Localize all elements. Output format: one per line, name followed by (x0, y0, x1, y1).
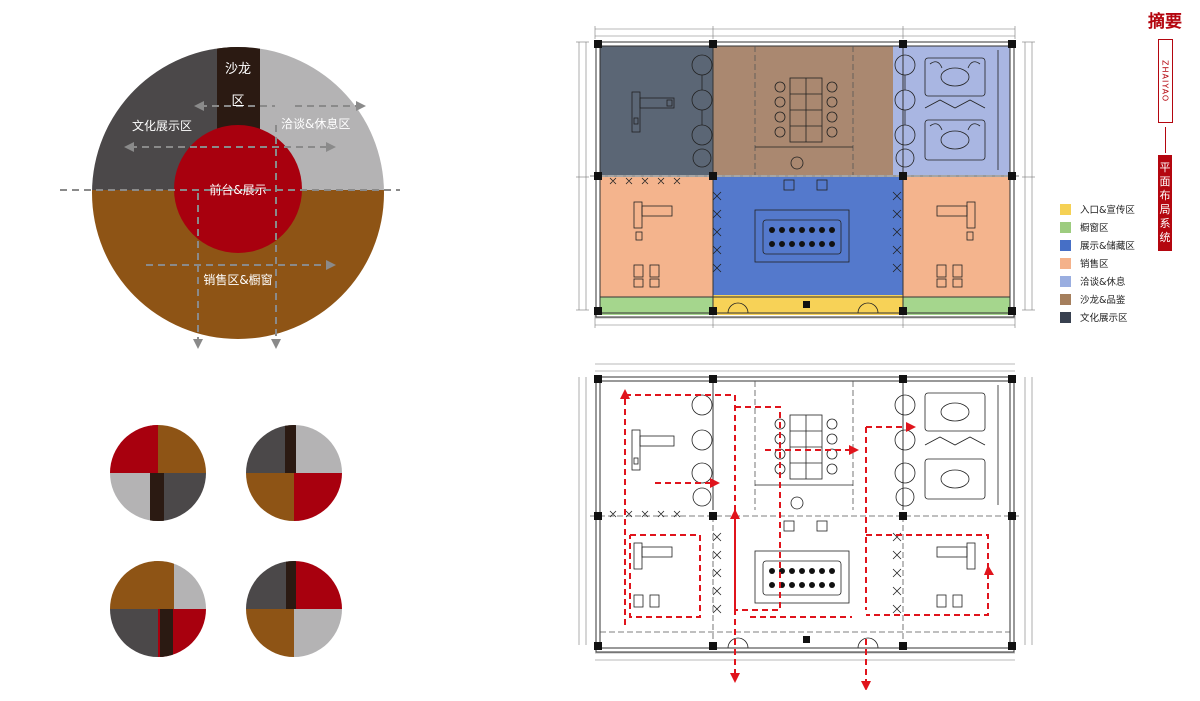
title-divider (1164, 127, 1166, 153)
zone-guide-arrows (124, 101, 366, 349)
plan-zone-culture (600, 46, 713, 175)
legend-swatch (1060, 239, 1071, 251)
zone-diagram: 沙龙 区 文化展示区 洽谈&休息区 前台&展示 销售区&橱窗 (60, 47, 400, 349)
legend-label: 展示&储藏区 (1080, 241, 1135, 252)
label-culture: 文化展示区 (132, 118, 192, 133)
legend-item-culture: 文化展示区 (1060, 308, 1135, 326)
plan-top-counter-dots (769, 227, 835, 247)
legend-label: 销售区 (1080, 259, 1109, 270)
legend-swatch (1060, 221, 1071, 233)
legend-swatch (1060, 311, 1071, 323)
label-salon-line1: 沙龙 (225, 62, 251, 77)
zone-guides (60, 105, 400, 343)
legend-item-window: 橱窗区 (1060, 218, 1135, 236)
section-char: 平 (1159, 161, 1171, 174)
section-char: 系 (1159, 217, 1171, 230)
legend-swatch (1060, 293, 1071, 305)
legend-label: 文化展示区 (1080, 313, 1128, 324)
quadrant-circle-2 (246, 425, 342, 521)
plan-bottom-walls (595, 376, 1015, 653)
plan-zone-window-left (600, 297, 713, 315)
plan-bottom-dimensions (578, 363, 1033, 661)
legend-item-entrance: 入口&宣传区 (1060, 200, 1135, 218)
plan-zone-window-right (903, 297, 1010, 315)
legend-label: 洽谈&休息 (1080, 277, 1126, 288)
plan-top-furniture (609, 50, 999, 314)
legend-label: 橱窗区 (1080, 223, 1109, 234)
plan-top-dim-ticks (576, 26, 1035, 328)
zone-reception-area (174, 125, 302, 253)
plan-top-dimensions (578, 28, 1033, 326)
label-sales: 销售区&橱窗 (203, 272, 272, 287)
section-char: 布 (1159, 189, 1171, 202)
section-char: 面 (1159, 175, 1171, 188)
label-negotiation: 洽谈&休息区 (281, 116, 350, 131)
plan-zone-negotiation (893, 46, 1010, 175)
legend-swatch (1060, 203, 1071, 215)
plan-bottom-counter-dots (769, 568, 835, 588)
legend-item-salon: 沙龙&品鉴 (1060, 290, 1135, 308)
section-char: 统 (1159, 231, 1171, 244)
label-salon-line2: 区 (231, 94, 244, 109)
floor-plan-circulation (578, 363, 1033, 690)
plan-bottom-columns (594, 375, 1016, 650)
plan-top-grid-lines (590, 46, 1020, 177)
page-title: 摘要 (1148, 12, 1182, 32)
legend-item-display: 展示&储藏区 (1060, 236, 1135, 254)
circulation-arrows (620, 389, 994, 690)
plan-zone-salon (713, 46, 893, 175)
legend-item-sales: 销售区 (1060, 254, 1135, 272)
legend: 入口&宣传区 橱窗区 展示&储藏区 销售区 洽谈&休息 沙龙&品鉴 文化展示区 (1060, 200, 1135, 326)
title-block: 摘要 ZHAIYAO 平 面 布 局 系 统 (1148, 12, 1182, 251)
plan-top-columns (594, 40, 1016, 315)
quadrant-circle-4 (246, 561, 342, 657)
plan-bottom-furniture (609, 385, 999, 649)
legend-label: 入口&宣传区 (1080, 205, 1135, 216)
quadrant-circle-3 (110, 561, 206, 657)
plan-zone-display (713, 177, 903, 295)
subtitle-box: ZHAIYAO (1157, 39, 1173, 123)
legend-label: 沙龙&品鉴 (1080, 295, 1126, 306)
legend-swatch (1060, 275, 1071, 287)
section-tab: 平 面 布 局 系 统 (1158, 155, 1172, 251)
legend-swatch (1060, 257, 1071, 269)
section-char: 局 (1159, 203, 1171, 216)
page-subtitle: ZHAIYAO (1160, 59, 1170, 103)
quadrant-circles (110, 425, 342, 657)
floor-plan-colored (576, 26, 1035, 328)
quadrant-circle-1 (110, 425, 206, 521)
legend-item-negotiation: 洽谈&休息 (1060, 272, 1135, 290)
label-reception: 前台&展示 (209, 182, 266, 197)
plan-bottom-grid-lines (590, 381, 1020, 648)
